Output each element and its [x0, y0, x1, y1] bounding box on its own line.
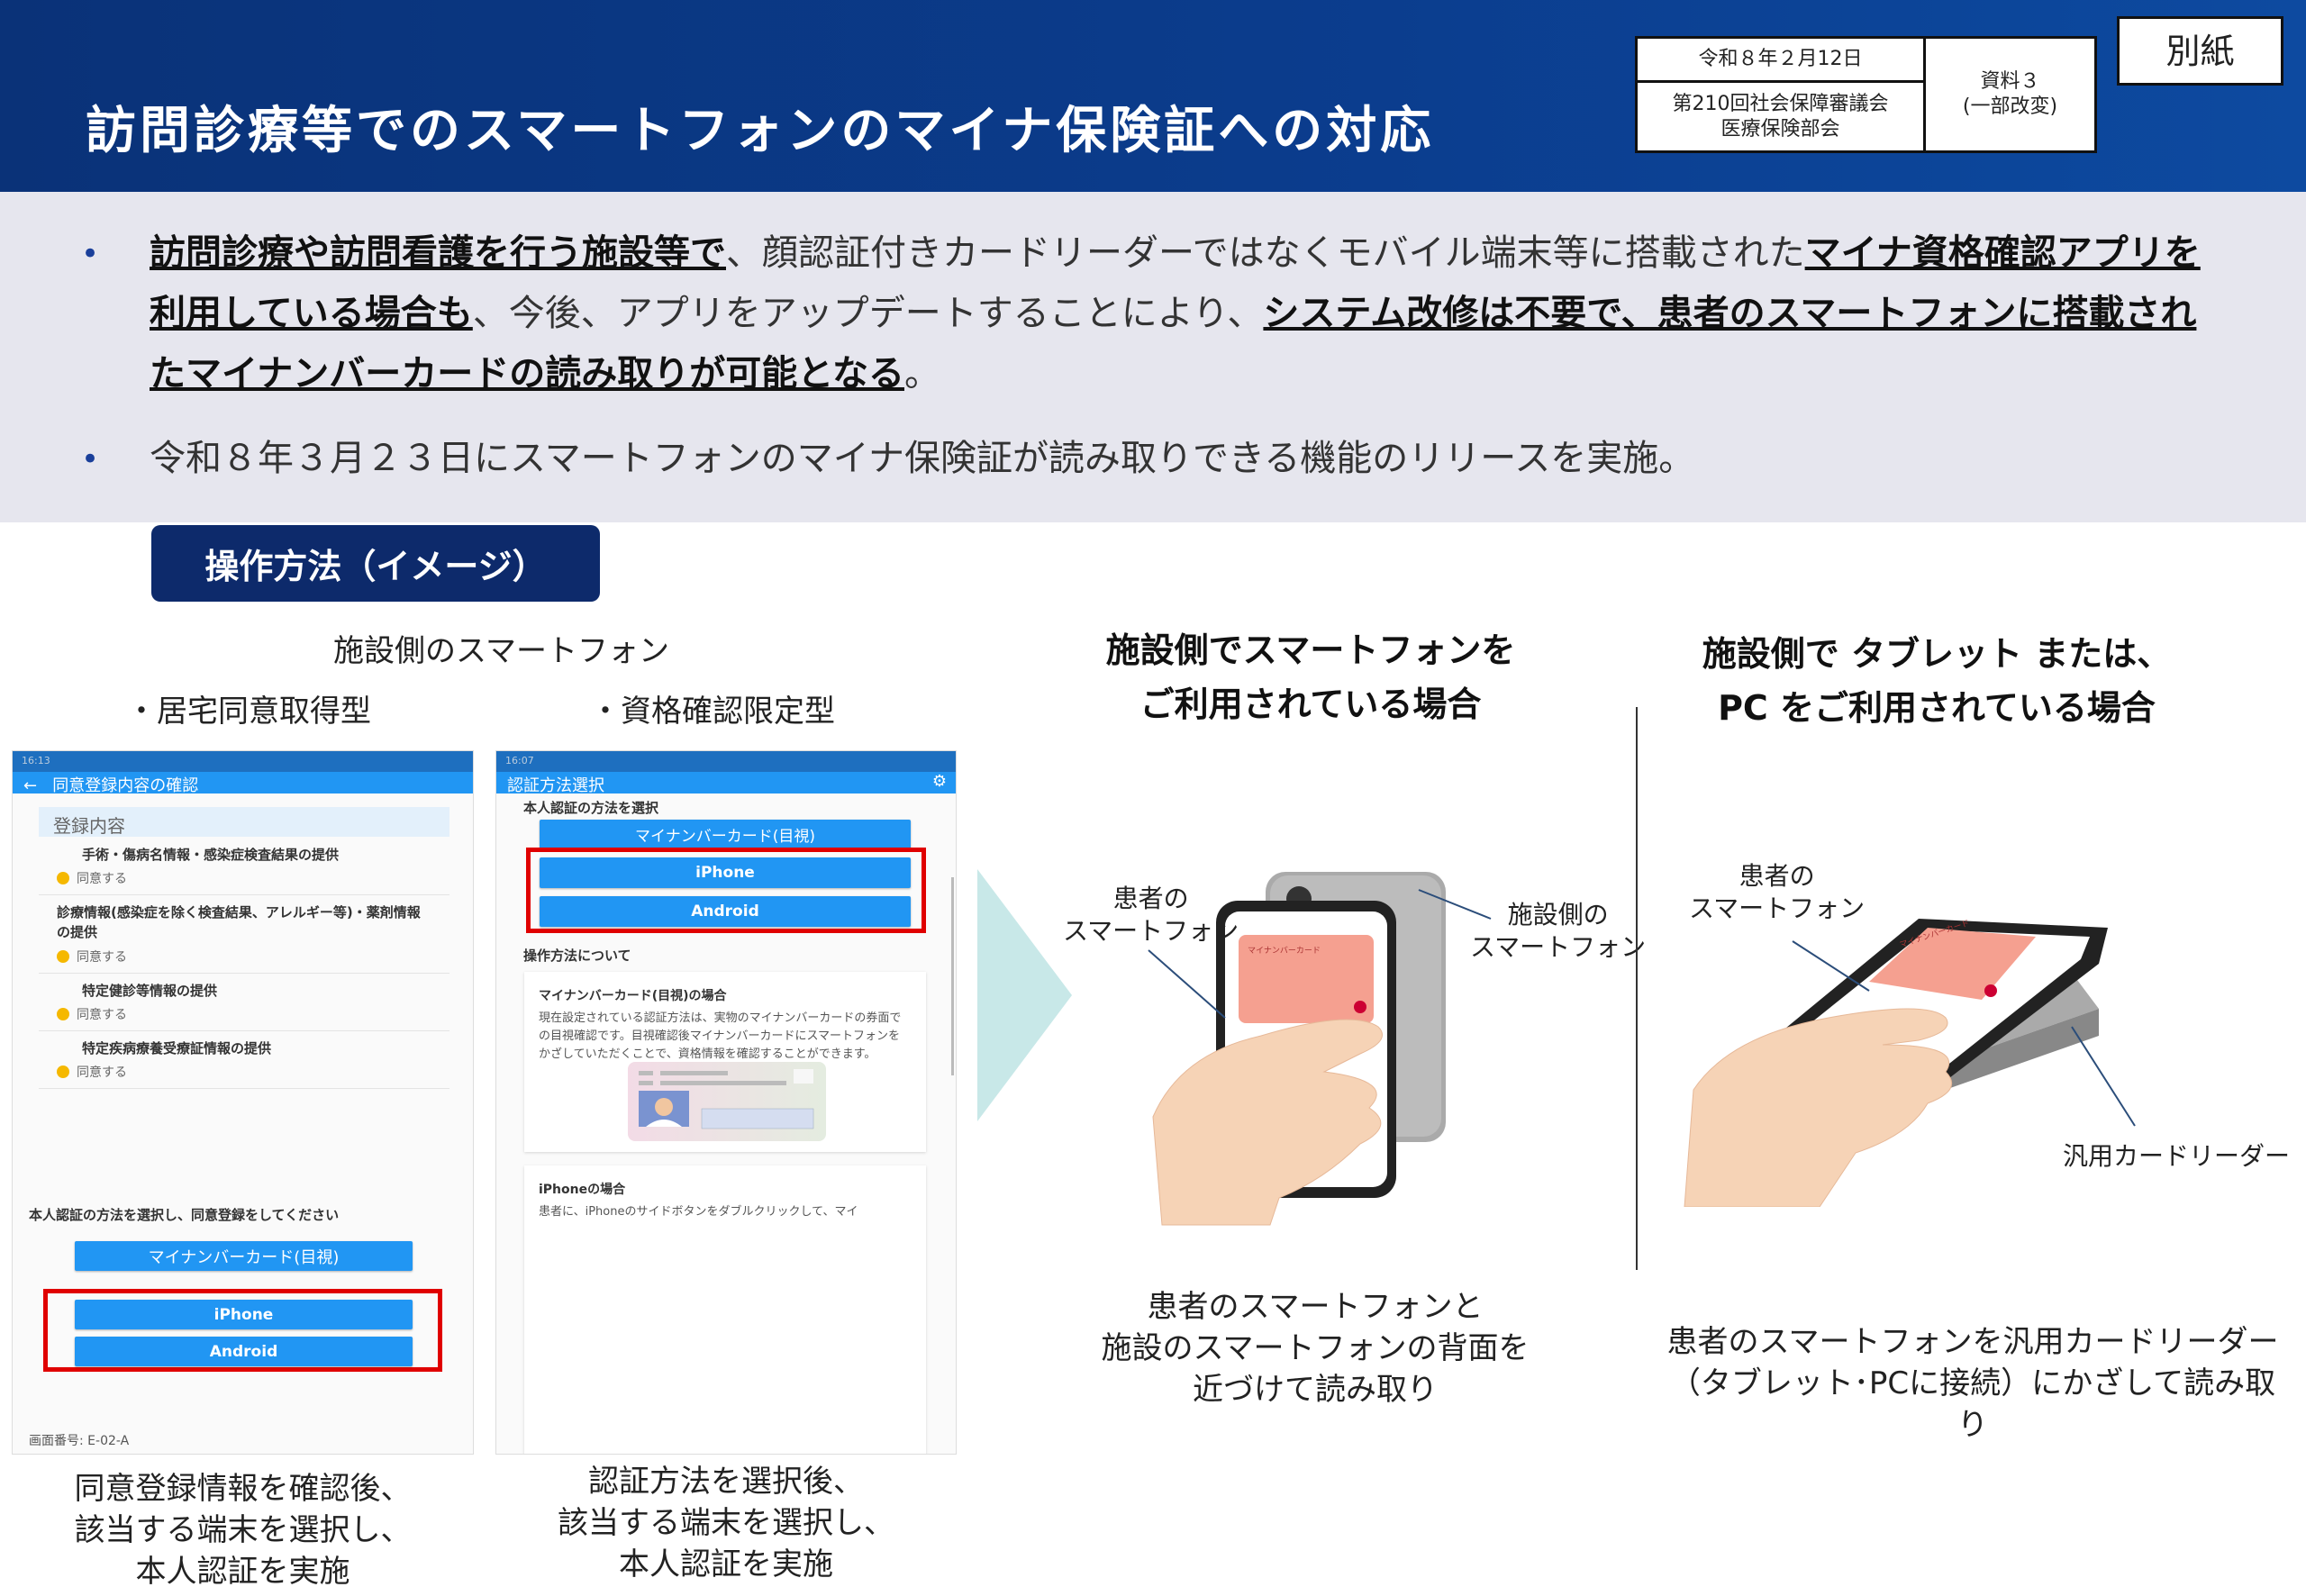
check-circle-icon — [57, 950, 69, 963]
meeting-line2: 医療保険部会 — [1720, 117, 1840, 141]
meta-meeting: 第210回社会保障審議会医療保険部会 — [1635, 80, 1926, 153]
facility-phone-label: 施設側のスマートフォン — [333, 633, 669, 669]
divider — [1636, 707, 1638, 1270]
item-status: 同意する — [39, 1057, 449, 1088]
android-button[interactable]: Android — [540, 896, 911, 927]
annex-box: 別紙 — [2117, 16, 2283, 86]
status-bar: 16:13 — [13, 751, 473, 772]
item-label: 手術・傷病名情報・感染症検査結果の提供 — [82, 847, 340, 863]
app-bar: ← 同意登録内容の確認 — [13, 772, 473, 795]
item-label: 診療情報(感染症を除く検査結果、アレルギー等)・薬剤情報の提供 — [57, 904, 421, 940]
doc-note: (一部改変) — [1962, 95, 2058, 118]
check-circle-icon — [57, 872, 69, 884]
bullet-2: 令和８年３月２３日にスマートフォンのマイナ保険証が読み取りできる機能のリリースを… — [150, 438, 1695, 479]
item-status: 同意する — [39, 864, 449, 894]
android-button[interactable]: Android — [75, 1337, 413, 1366]
svg-text:マイナンバーカード: マイナンバーカード — [1248, 946, 1321, 956]
check-circle-icon — [57, 1066, 69, 1078]
phone-to-phone-illustration: マイナンバーカード — [1148, 872, 1492, 1226]
app-bar-title: 同意登録内容の確認 — [52, 776, 199, 795]
highlight-box — [526, 848, 926, 933]
card-title: マイナンバーカード(目視)の場合 — [539, 989, 727, 1003]
howto-heading: 操作方法について — [523, 948, 631, 964]
phone-on-reader-illustration: マイナンバーカード — [1684, 918, 2136, 1207]
emphasis-text: システム改修は不要で、患者のスマートフォンに搭載されたマイナンバーカードの読み取… — [150, 293, 2197, 394]
arrow-right-icon — [977, 869, 1072, 1121]
item-label: 特定健診等情報の提供 — [82, 983, 218, 999]
app-bar: 認証方法選択 ⚙ — [496, 772, 956, 795]
bullet-1: 訪問診療や訪問看護を行う施設等で、顔認証付きカードリーダーではなくモバイル端末等… — [150, 223, 2221, 404]
phone-screen-consent: 16:13 ← 同意登録内容の確認 登録内容 手術・傷病名情報・感染症検査結果の… — [12, 750, 474, 1455]
item-status: 同意する — [39, 1000, 449, 1030]
type-a-label: ・居宅同意取得型 — [126, 694, 371, 730]
item-label: 特定疾病療養受療証情報の提供 — [82, 1040, 272, 1056]
meta-date: 令和８年２月12日 — [1635, 36, 1926, 83]
back-arrow-icon[interactable]: ← — [23, 776, 38, 795]
case-phone-heading: 施設側でスマートフォンをご利用されている場合 — [1105, 630, 1516, 724]
card-reader-label: 汎用カードリーダー — [2063, 1141, 2291, 1171]
status-bar: 16:07 — [496, 751, 956, 772]
patient-phone-label-pc: 患者のスマートフォン — [1689, 861, 1866, 923]
mynumber-card-illustration — [628, 1062, 826, 1141]
iphone-button[interactable]: iPhone — [540, 857, 911, 888]
select-label: 本人認証の方法を選択 — [523, 800, 659, 816]
facility-phone-label-2: 施設側のスマートフォン — [1470, 900, 1647, 962]
gear-icon[interactable]: ⚙ — [931, 772, 947, 791]
case-pc-caption: 患者のスマートフォンを汎用カードリーダー（タブレット･PCに接続）にかざして読み… — [1666, 1324, 2279, 1443]
check-circle-icon — [57, 1008, 69, 1020]
meta-docno: 資料３(一部改変) — [1923, 36, 2097, 153]
screen-id: 画面番号: E-02-A — [29, 1434, 130, 1448]
iphone-info-panel: iPhoneの場合 患者に、iPhoneのサイドボタンをダブルクリックして、マイ — [524, 1165, 926, 1454]
bullet-text: 。 — [904, 353, 940, 394]
caption-b: 認証方法を選択後、該当する端末を選択し、本人認証を実施 — [558, 1464, 894, 1582]
annex-text: 別紙 — [2165, 31, 2235, 71]
mynumber-card-button[interactable]: マイナンバーカード(目視) — [75, 1241, 413, 1271]
item-status: 同意する — [39, 942, 449, 973]
highlight-box — [43, 1289, 442, 1372]
phone-screen-auth-select: 16:07 認証方法選択 ⚙ 本人認証の方法を選択 マイナンバーカード(目視) i… — [495, 750, 957, 1455]
bullet-text: 、顔認証付きカードリーダーではなくモバイル端末等に搭載された — [726, 232, 1805, 274]
caption-a: 同意登録情報を確認後、該当する端末を選択し、本人認証を実施 — [74, 1471, 412, 1590]
iphone-text: 患者に、iPhoneのサイドボタンをダブルクリックして、マイ — [539, 1205, 858, 1219]
summary-band — [0, 192, 2306, 522]
auth-prompt: 本人認証の方法を選択し、同意登録をしてください — [29, 1207, 340, 1223]
mynumber-card-button[interactable]: マイナンバーカード(目視) — [540, 820, 911, 849]
card-info-panel: マイナンバーカード(目視)の場合 現在設定されている認証方法は、実物のマイナンバ… — [524, 972, 926, 1152]
consent-list: 手術・傷病名情報・感染症検査結果の提供 同意する 診療情報(感染症を除く検査結果… — [39, 841, 449, 1089]
emphasis-text: 訪問診療や訪問看護を行う施設等で — [150, 232, 726, 274]
scrollbar[interactable] — [951, 877, 954, 1075]
card-text: 現在設定されている認証方法は、実物のマイナンバーカードの券面での目視確認です。目… — [539, 1011, 902, 1061]
bullet-dot: • — [81, 441, 100, 477]
emphasis-text: マイナ資格確認アプリを利用している場合も — [150, 232, 2201, 334]
type-b-label: ・資格確認限定型 — [590, 694, 835, 730]
meeting-line1: 第210回社会保障審議会 — [1672, 92, 1889, 115]
iphone-button[interactable]: iPhone — [75, 1300, 413, 1329]
doc-no: 資料３ — [1980, 70, 2040, 93]
page-title: 訪問診療等でのスマートフォンのマイナ保険証への対応 — [86, 102, 1435, 160]
bullet-dot: • — [81, 236, 100, 272]
date-text: 令和８年２月12日 — [1698, 48, 1863, 70]
iphone-title: iPhoneの場合 — [539, 1183, 626, 1197]
section-header: 登録内容 — [39, 807, 449, 837]
patient-phone-label: 患者のスマートフォン — [1063, 884, 1239, 946]
case-pc-heading: 施設側で タブレット または、PC をご利用されている場合 — [1702, 634, 2172, 728]
app-bar-title: 認証方法選択 — [507, 776, 604, 795]
case-phone-caption: 患者のスマートフォンと施設のスマートフォンの背面を近づけて読み取り — [1101, 1289, 1530, 1408]
operation-method-label: 操作方法（イメージ） — [151, 525, 600, 602]
bullet-text: 、今後、アプリをアップデートすることにより、 — [472, 293, 1264, 334]
